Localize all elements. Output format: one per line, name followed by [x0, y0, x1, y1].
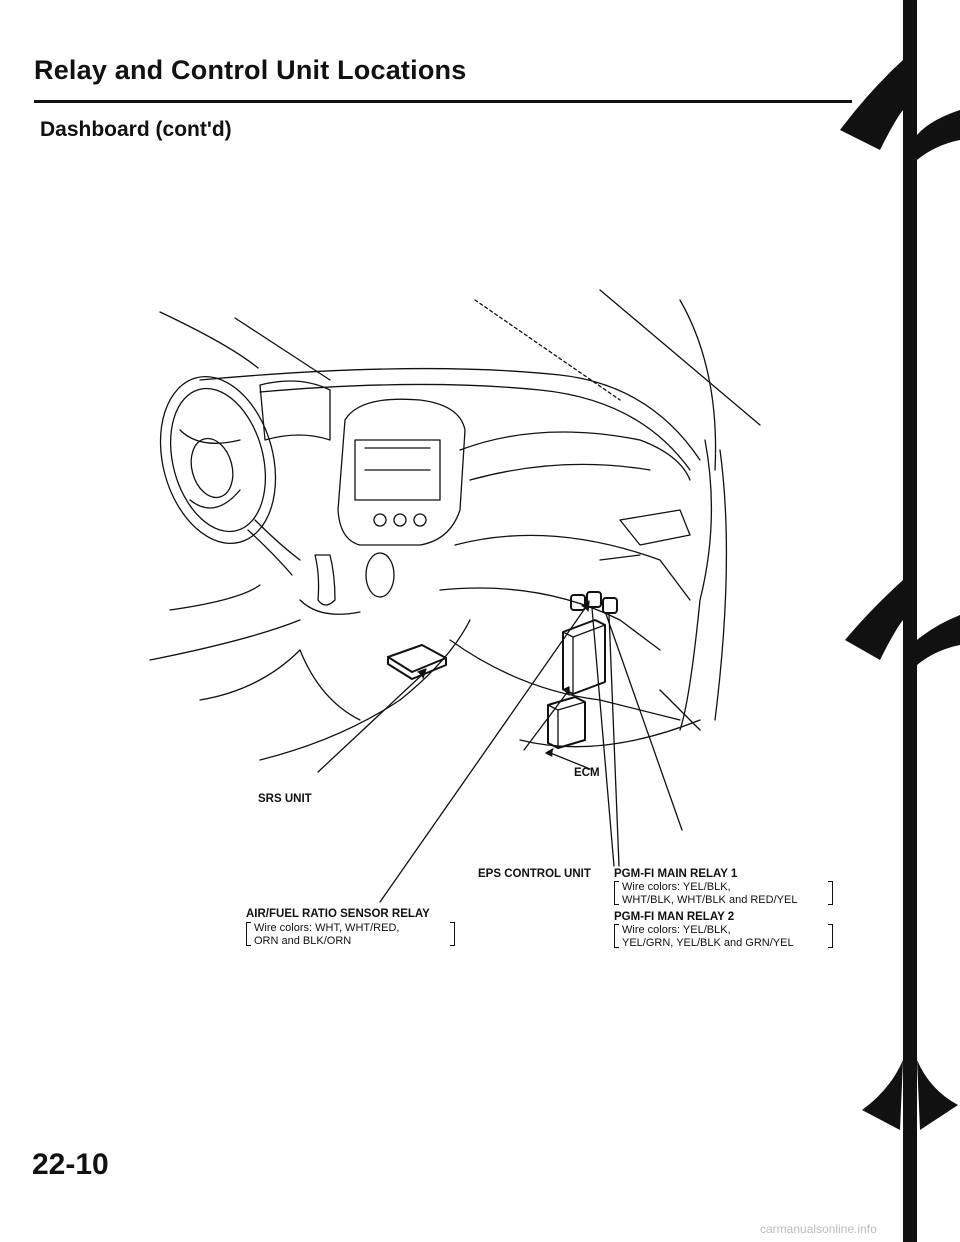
main-relay-1-wires-line2: WHT/BLK, WHT/BLK and RED/YEL	[622, 894, 798, 906]
title-rule	[34, 100, 852, 103]
main-relay-2-left-bracket	[614, 924, 619, 948]
af-relay-wires-line2: ORN and BLK/ORN	[254, 935, 352, 947]
ecm-label: ECM	[574, 767, 600, 779]
main-relay-2-wires-line2: YEL/GRN, YEL/BLK and GRN/YEL	[622, 937, 794, 949]
af-relay-wires-line1: Wire colors: WHT, WHT/RED,	[254, 922, 400, 934]
main-relay-2-title: PGM-FI MAN RELAY 2	[614, 911, 735, 923]
main-relay-2-right-bracket	[828, 924, 833, 948]
main-relay-1-left-bracket	[614, 881, 619, 905]
af-relay-title: AIR/FUEL RATIO SENSOR RELAY	[246, 908, 430, 920]
af-relay-right-bracket	[450, 922, 455, 946]
main-relay-1-right-bracket	[828, 881, 833, 905]
eps-control-unit-label: EPS CONTROL UNIT	[478, 868, 591, 880]
watermark-footer: carmanualsonline.info	[760, 1222, 877, 1236]
af-relay-left-bracket	[246, 922, 251, 946]
section-subtitle: Dashboard (cont'd)	[40, 118, 232, 141]
srs-unit-label: SRS UNIT	[258, 793, 312, 805]
page-title: Relay and Control Unit Locations	[34, 55, 467, 85]
page-number: 22-10	[32, 1148, 109, 1181]
main-relay-2-wires-line1: Wire colors: YEL/BLK,	[622, 924, 731, 936]
main-relay-1-wires-line1: Wire colors: YEL/BLK,	[622, 881, 731, 893]
main-relay-1-title: PGM-FI MAIN RELAY 1	[614, 868, 738, 880]
